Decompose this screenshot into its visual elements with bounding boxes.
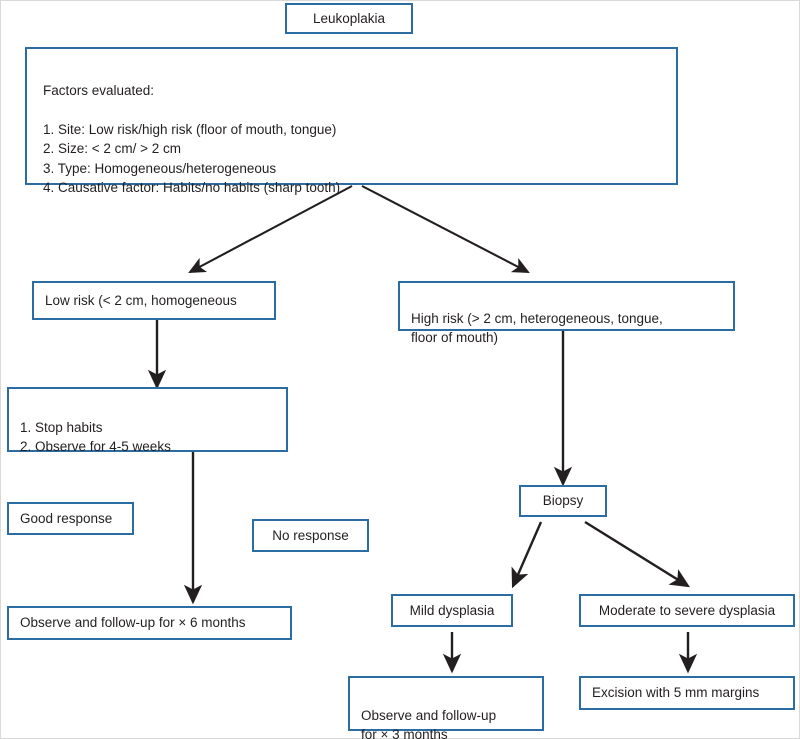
arrow-biopsy-to-mild-dysplasia (511, 521, 543, 589)
arrow-factors-to-low-risk (188, 185, 353, 273)
node-mild-dysplasia-label: Mild dysplasia (409, 602, 495, 618)
node-factors-evaluated[interactable]: Factors evaluated: 1. Site: Low risk/hig… (25, 47, 678, 195)
node-factors-evaluated-label: Factors evaluated: 1. Site: Low risk/hig… (43, 82, 341, 196)
node-stop-habits-observe-label: 1. Stop habits 2. Observe for 4-5 weeks (20, 419, 171, 455)
node-low-risk[interactable]: Low risk (< 2 cm, homogeneous (32, 281, 276, 320)
node-high-risk-label: High risk (> 2 cm, heterogeneous, tongue… (411, 310, 663, 346)
node-stop-habits-observe[interactable]: 1. Stop habits 2. Observe for 4-5 weeks (7, 387, 288, 455)
node-observe-3-months[interactable]: Observe and follow-up for × 3 months (348, 676, 544, 739)
node-low-risk-label: Low risk (< 2 cm, homogeneous (45, 292, 237, 308)
node-moderate-severe-dysplasia-label: Moderate to severe dysplasia (598, 602, 776, 618)
arrow-biopsy-to-moderate-severe-dysplasia (584, 520, 691, 588)
node-excision-label: Excision with 5 mm margins (592, 685, 760, 701)
arrow-factors-to-high-risk (361, 185, 530, 273)
node-good-response-label: Good response (20, 510, 113, 526)
node-mild-dysplasia[interactable]: Mild dysplasia (391, 594, 513, 627)
node-no-response[interactable]: No response (252, 519, 369, 552)
node-leukoplakia-label: Leukoplakia (312, 10, 386, 26)
node-observe-6-months-label: Observe and follow-up for × 6 months (20, 615, 246, 631)
node-biopsy-label: Biopsy (542, 493, 584, 509)
node-leukoplakia[interactable]: Leukoplakia (285, 3, 413, 34)
node-observe-6-months[interactable]: Observe and follow-up for × 6 months (7, 606, 292, 640)
node-observe-3-months-label: Observe and follow-up for × 3 months (361, 707, 497, 739)
node-no-response-label: No response (272, 527, 349, 543)
node-excision[interactable]: Excision with 5 mm margins (579, 676, 795, 710)
node-high-risk[interactable]: High risk (> 2 cm, heterogeneous, tongue… (398, 281, 735, 345)
node-biopsy[interactable]: Biopsy (519, 485, 607, 517)
node-moderate-severe-dysplasia[interactable]: Moderate to severe dysplasia (579, 594, 795, 627)
node-good-response[interactable]: Good response (7, 502, 134, 535)
